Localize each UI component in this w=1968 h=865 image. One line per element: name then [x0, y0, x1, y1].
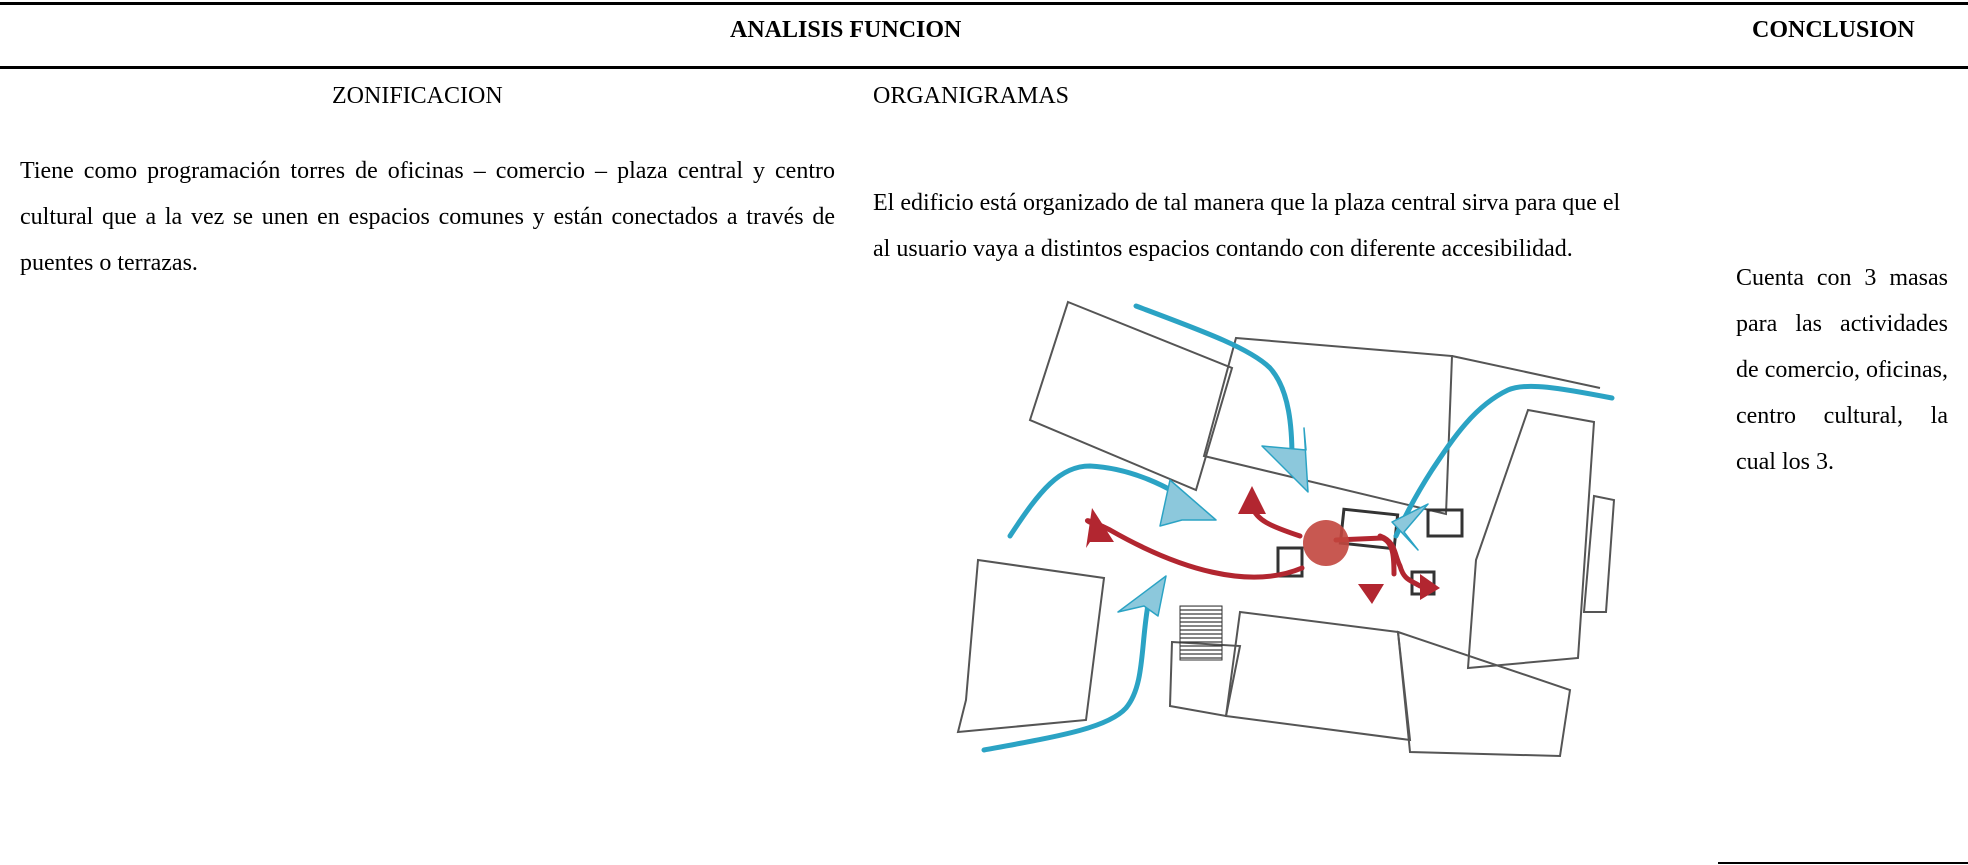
red-arrowhead-southeast — [1420, 574, 1440, 600]
flow-top-left — [1133, 303, 1295, 461]
red-arrowhead-north — [1238, 486, 1266, 514]
building-outlines — [956, 300, 1616, 758]
red-flow-southeast — [1377, 533, 1423, 589]
organigramas-title: ORGANIGRAMAS — [873, 83, 1070, 109]
top-rule — [0, 2, 1968, 5]
building-bottom-right — [1396, 630, 1572, 758]
zonificacion-text: Tiene como programación torres de oficin… — [20, 158, 835, 276]
building-right-tower — [1466, 408, 1596, 670]
building-right-annex — [1582, 494, 1616, 613]
pavilion-3 — [1276, 546, 1304, 578]
pedestrian-flows — [981, 303, 1615, 753]
conclusion-header: CONCLUSION — [1752, 17, 1915, 43]
flow-bottom — [981, 591, 1153, 753]
pavilion-2 — [1426, 508, 1464, 538]
zonificacion-title: ZONIFICACION — [332, 83, 503, 109]
building-top-right-edge — [1451, 355, 1601, 389]
organigramas-text-line-1: El edificio está organizado de tal maner… — [873, 190, 1621, 216]
header-bottom-rule — [0, 66, 1968, 69]
stair-hatch — [1179, 605, 1223, 661]
conclusion-text: Cuenta con 3 masas para las actividades … — [1736, 265, 1948, 475]
organigramas-text: El edificio está organizado de tal maner… — [873, 180, 1713, 272]
building-top-left — [1028, 300, 1234, 492]
red-flow-west — [1085, 518, 1305, 580]
bottom-short-rule — [1718, 862, 1968, 864]
building-bottom-center — [1224, 610, 1412, 742]
red-arrowhead-south — [1358, 584, 1384, 604]
entry-arrowheads — [1117, 427, 1429, 617]
red-arrowhead-west — [1086, 508, 1114, 548]
building-left — [956, 558, 1106, 734]
arrowhead-bottom — [1117, 575, 1167, 617]
arrowhead-top — [1261, 427, 1309, 493]
organigram-diagram — [956, 300, 1616, 758]
internal-arrowheads — [1086, 486, 1440, 604]
arrowhead-left — [1159, 479, 1217, 527]
building-top-center — [1202, 336, 1454, 516]
arrowhead-right — [1391, 503, 1429, 551]
flow-right — [1393, 383, 1615, 539]
analysis-header: ANALISIS FUNCION — [730, 17, 962, 43]
organigramas-text-line-2: al usuario vaya a distintos espacios con… — [873, 236, 1573, 262]
central-plaza-node — [1303, 520, 1349, 566]
